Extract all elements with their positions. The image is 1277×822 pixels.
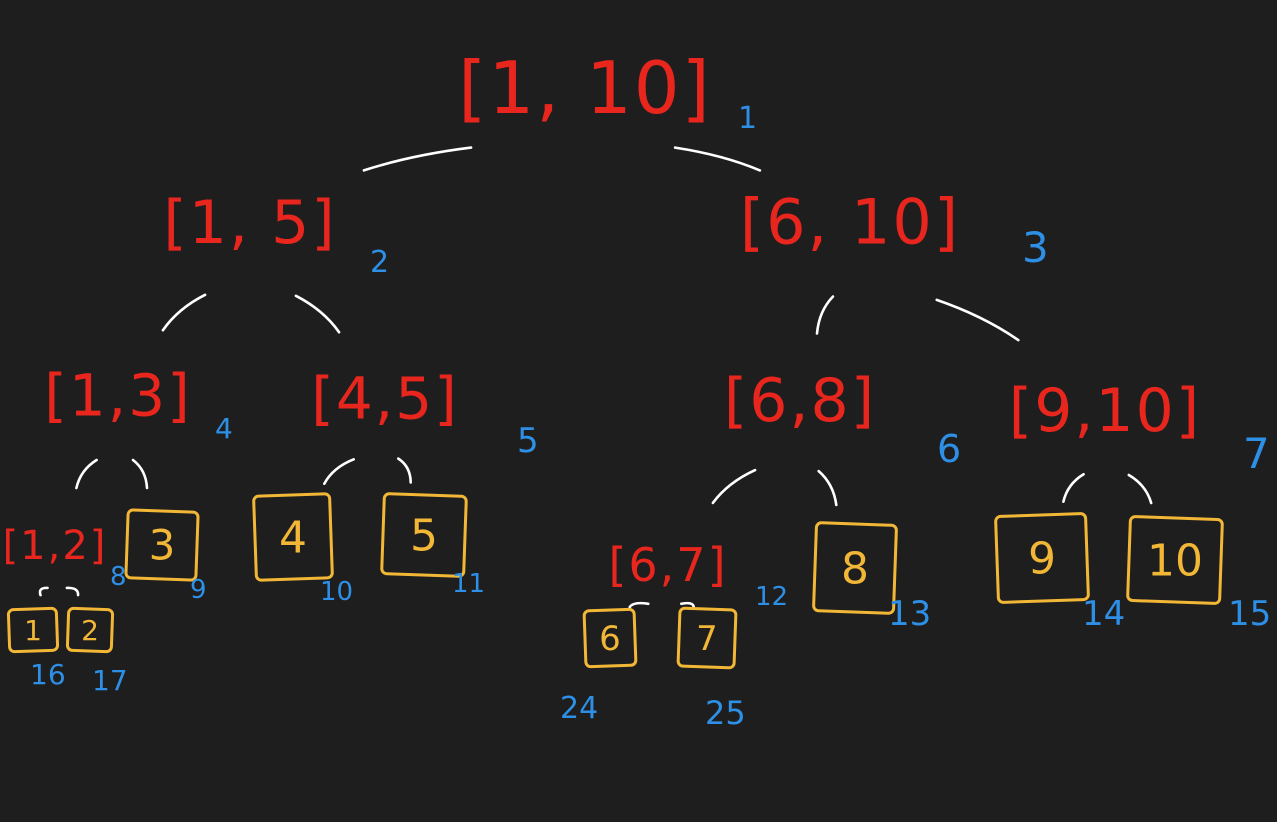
edge-n8-n17	[65, 586, 80, 597]
edge-n3-n7	[935, 298, 1020, 342]
tree-node-1: [1, 10] 1	[458, 46, 757, 136]
node-range-label: 1	[24, 614, 42, 647]
tree-node-2: [1, 5] 2	[163, 188, 389, 280]
tree-node-17: 2 17	[65, 606, 128, 697]
tree-node-15: 10 15	[1126, 515, 1271, 634]
edge-n12-n25	[680, 601, 695, 609]
leaf-box	[994, 512, 1090, 604]
leaf-box	[582, 607, 638, 669]
tree-node-13: 8 13	[812, 521, 931, 634]
edge-n7-n14	[1062, 473, 1085, 503]
tree-node-5: [4,5] 5	[311, 364, 538, 461]
edge-n5-n10	[323, 458, 355, 485]
node-range-label: 7	[696, 619, 718, 659]
edge-n6-n13	[817, 469, 838, 507]
edge-n1-n3	[673, 146, 762, 172]
leaf-box	[124, 508, 200, 582]
node-range-label: [1, 10]	[458, 46, 711, 130]
edge-n1-n2	[362, 146, 473, 172]
leaf-box	[676, 606, 738, 670]
edge-n2-n5	[294, 294, 341, 334]
node-index-label: 14	[1082, 594, 1125, 634]
tree-node-9: 39	[124, 508, 207, 605]
tree-node-3: [6, 10] 3	[740, 186, 1049, 272]
edge-n5-n11	[397, 457, 412, 484]
node-index-label: 7	[1243, 429, 1270, 478]
leaf-box	[65, 606, 115, 654]
node-range-label: 10	[1147, 535, 1203, 586]
tree-node-14: 9 14	[994, 512, 1125, 634]
tree-node-25: 7 25	[676, 606, 746, 732]
tree-node-12: [6,7] 12	[608, 538, 788, 612]
node-index-label: 17	[92, 664, 128, 697]
node-index-label: 6	[937, 427, 961, 471]
edge-n8-n16	[38, 586, 49, 597]
tree-node-16: 116	[6, 606, 66, 691]
node-index-label: 2	[370, 245, 389, 280]
edge-n6-n12	[711, 468, 757, 505]
edge-n12-n24	[628, 601, 650, 609]
node-range-label: [1,3]	[44, 361, 192, 429]
tree-edges	[38, 146, 1153, 609]
edge-n4-n8	[75, 458, 98, 490]
node-index-label: 16	[30, 658, 66, 691]
node-index-label: 15	[1228, 594, 1271, 634]
edge-n4-n9	[131, 458, 149, 490]
tree-node-7: [9,10] 7	[1009, 376, 1270, 478]
node-index-label: 9	[190, 575, 207, 605]
node-range-label: [1,2]	[3, 523, 108, 569]
node-index-label: 4	[215, 412, 233, 445]
node-range-label: [4,5]	[311, 364, 459, 432]
tree-node-10: 4 10	[252, 492, 353, 607]
node-range-label: 8	[841, 543, 869, 594]
node-range-label: [6,7]	[608, 538, 727, 592]
node-index-label: 11	[452, 569, 485, 599]
node-index-label: 25	[705, 694, 746, 732]
leaf-box	[252, 492, 334, 582]
node-range-label: 3	[149, 521, 176, 570]
node-range-label: [6,8]	[724, 366, 876, 436]
tree-node-8: [1,2]8	[3, 523, 127, 592]
tree-nodes: [1, 10] 1 [1, 5] 2 [6, 10] 3 [1,3] 4 [4,5] 5 [6,8]…	[3, 46, 1272, 732]
node-index-label: 3	[1022, 223, 1049, 272]
node-range-label: 4	[279, 512, 307, 563]
node-index-label: 5	[517, 421, 539, 461]
tree-node-4: [1,3] 4	[44, 361, 233, 445]
node-index-label: 10	[320, 577, 353, 607]
node-index-label: 8	[110, 562, 127, 592]
edge-n7-n15	[1127, 473, 1153, 505]
node-index-label: 24	[560, 691, 598, 726]
tree-node-11: 5 11	[380, 492, 485, 599]
node-range-label: 9	[1028, 533, 1056, 584]
node-range-label: [9,10]	[1009, 376, 1201, 446]
leaf-box	[380, 492, 468, 578]
tree-node-6: [6,8] 6	[724, 366, 961, 471]
node-range-label: [1, 5]	[163, 188, 336, 258]
node-range-label: 6	[599, 619, 621, 659]
leaf-box	[6, 606, 60, 654]
edge-n2-n4	[161, 293, 207, 332]
leaf-box	[1126, 515, 1224, 605]
tree-node-24: 624	[560, 607, 638, 726]
node-range-label: 2	[81, 614, 99, 647]
edge-n3-n6	[815, 295, 835, 335]
node-range-label: [6, 10]	[740, 186, 960, 259]
node-index-label: 13	[888, 594, 931, 634]
node-index-label: 12	[755, 582, 788, 612]
node-range-label: 5	[410, 510, 438, 561]
node-index-label: 1	[738, 101, 757, 136]
leaf-box	[812, 521, 898, 615]
